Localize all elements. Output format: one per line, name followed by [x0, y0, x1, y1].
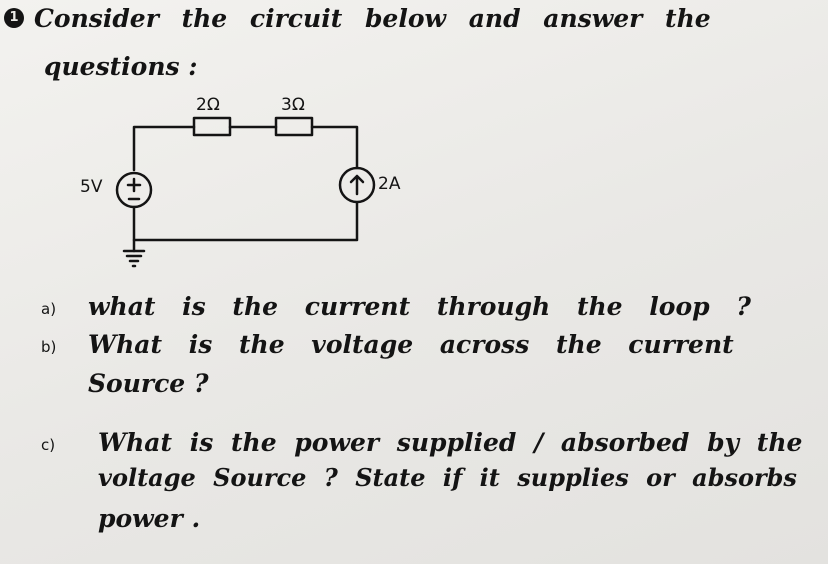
part-c-line3: power .	[98, 504, 201, 533]
wire-top-right	[310, 125, 359, 170]
resistor-3ohm	[274, 116, 314, 137]
current-arrow	[349, 174, 365, 196]
ground-symbol	[122, 249, 146, 268]
part-c-label: c)	[41, 436, 56, 454]
resistor-3ohm-label: 3Ω	[281, 95, 305, 115]
voltage-source-label: 5V	[80, 177, 103, 197]
question-number-badge: 1	[4, 8, 24, 28]
part-c-line1: What is the power supplied / absorbed by…	[98, 428, 803, 457]
resistor-2ohm	[192, 116, 232, 137]
wire-top-left	[132, 125, 196, 172]
question-intro-line2: questions :	[44, 52, 198, 81]
part-b-label: b)	[41, 338, 57, 356]
part-b-line1: What is the voltage across the current	[88, 330, 734, 359]
question-intro-line1: Consider the circuit below and answer th…	[34, 4, 711, 33]
resistor-2ohm-label: 2Ω	[196, 95, 220, 115]
part-a-text: what is the current through the loop ?	[88, 292, 751, 321]
voltage-polarity-marks	[126, 177, 142, 201]
current-source-symbol	[338, 166, 376, 204]
part-b-line2: Source ?	[88, 369, 209, 398]
current-source-label: 2A	[378, 174, 401, 194]
part-a-label: a)	[41, 300, 57, 318]
wire-bottom	[132, 201, 359, 242]
part-c-line2: voltage Source ? State if it supplies or…	[98, 463, 797, 492]
